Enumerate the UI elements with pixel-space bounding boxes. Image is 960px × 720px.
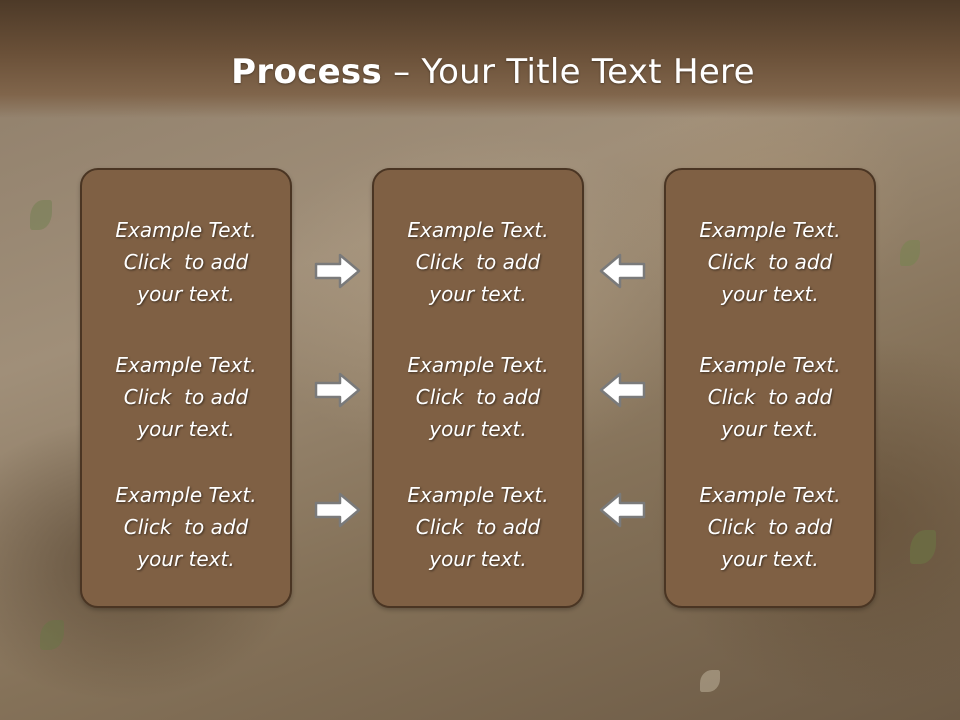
item-line: Click to add	[707, 515, 833, 539]
arrow-left-icon[interactable]	[598, 371, 646, 409]
process-box-1[interactable]: Example Text. Click to add your text. Ex…	[80, 168, 292, 608]
item-line: Example Text.	[699, 353, 841, 377]
text-placeholder[interactable]: Example Text. Click to add your text.	[666, 214, 874, 310]
item-line: Click to add	[707, 385, 833, 409]
item-line: your text.	[721, 547, 819, 571]
title-bold-part: Process	[231, 52, 383, 92]
item-line: Click to add	[123, 250, 249, 274]
item-line: Click to add	[415, 385, 541, 409]
text-placeholder[interactable]: Example Text. Click to add your text.	[82, 479, 290, 575]
item-line: your text.	[429, 417, 527, 441]
arrow-right-icon[interactable]	[314, 491, 362, 529]
arrow-right-icon[interactable]	[314, 252, 362, 290]
item-line: Example Text.	[407, 483, 549, 507]
item-line: your text.	[429, 282, 527, 306]
background-leaf	[910, 530, 936, 564]
background-leaf	[40, 620, 64, 650]
item-line: your text.	[721, 282, 819, 306]
item-line: Click to add	[123, 385, 249, 409]
item-line: Click to add	[415, 250, 541, 274]
item-line: Example Text.	[699, 483, 841, 507]
text-placeholder[interactable]: Example Text. Click to add your text.	[82, 349, 290, 445]
item-line: your text.	[429, 547, 527, 571]
background-leaf	[900, 240, 920, 266]
item-line: your text.	[137, 417, 235, 441]
item-line: Example Text.	[407, 218, 549, 242]
title-bar	[0, 0, 960, 118]
slide-title[interactable]: Process – Your Title Text Here	[0, 52, 960, 92]
arrow-right-icon[interactable]	[314, 371, 362, 409]
process-box-3[interactable]: Example Text. Click to add your text. Ex…	[664, 168, 876, 608]
item-line: Click to add	[707, 250, 833, 274]
process-box-2[interactable]: Example Text. Click to add your text. Ex…	[372, 168, 584, 608]
background-leaf	[30, 200, 52, 230]
arrow-left-icon[interactable]	[598, 252, 646, 290]
text-placeholder[interactable]: Example Text. Click to add your text.	[374, 479, 582, 575]
item-line: Example Text.	[407, 353, 549, 377]
item-line: your text.	[137, 282, 235, 306]
text-placeholder[interactable]: Example Text. Click to add your text.	[666, 479, 874, 575]
item-line: your text.	[721, 417, 819, 441]
text-placeholder[interactable]: Example Text. Click to add your text.	[82, 214, 290, 310]
item-line: Example Text.	[699, 218, 841, 242]
text-placeholder[interactable]: Example Text. Click to add your text.	[374, 214, 582, 310]
text-placeholder[interactable]: Example Text. Click to add your text.	[374, 349, 582, 445]
title-regular-part: – Your Title Text Here	[382, 52, 755, 92]
item-line: Example Text.	[115, 218, 257, 242]
item-line: Click to add	[415, 515, 541, 539]
item-line: your text.	[137, 547, 235, 571]
background-leaf	[700, 670, 720, 692]
item-line: Click to add	[123, 515, 249, 539]
text-placeholder[interactable]: Example Text. Click to add your text.	[666, 349, 874, 445]
item-line: Example Text.	[115, 353, 257, 377]
arrow-left-icon[interactable]	[598, 491, 646, 529]
item-line: Example Text.	[115, 483, 257, 507]
